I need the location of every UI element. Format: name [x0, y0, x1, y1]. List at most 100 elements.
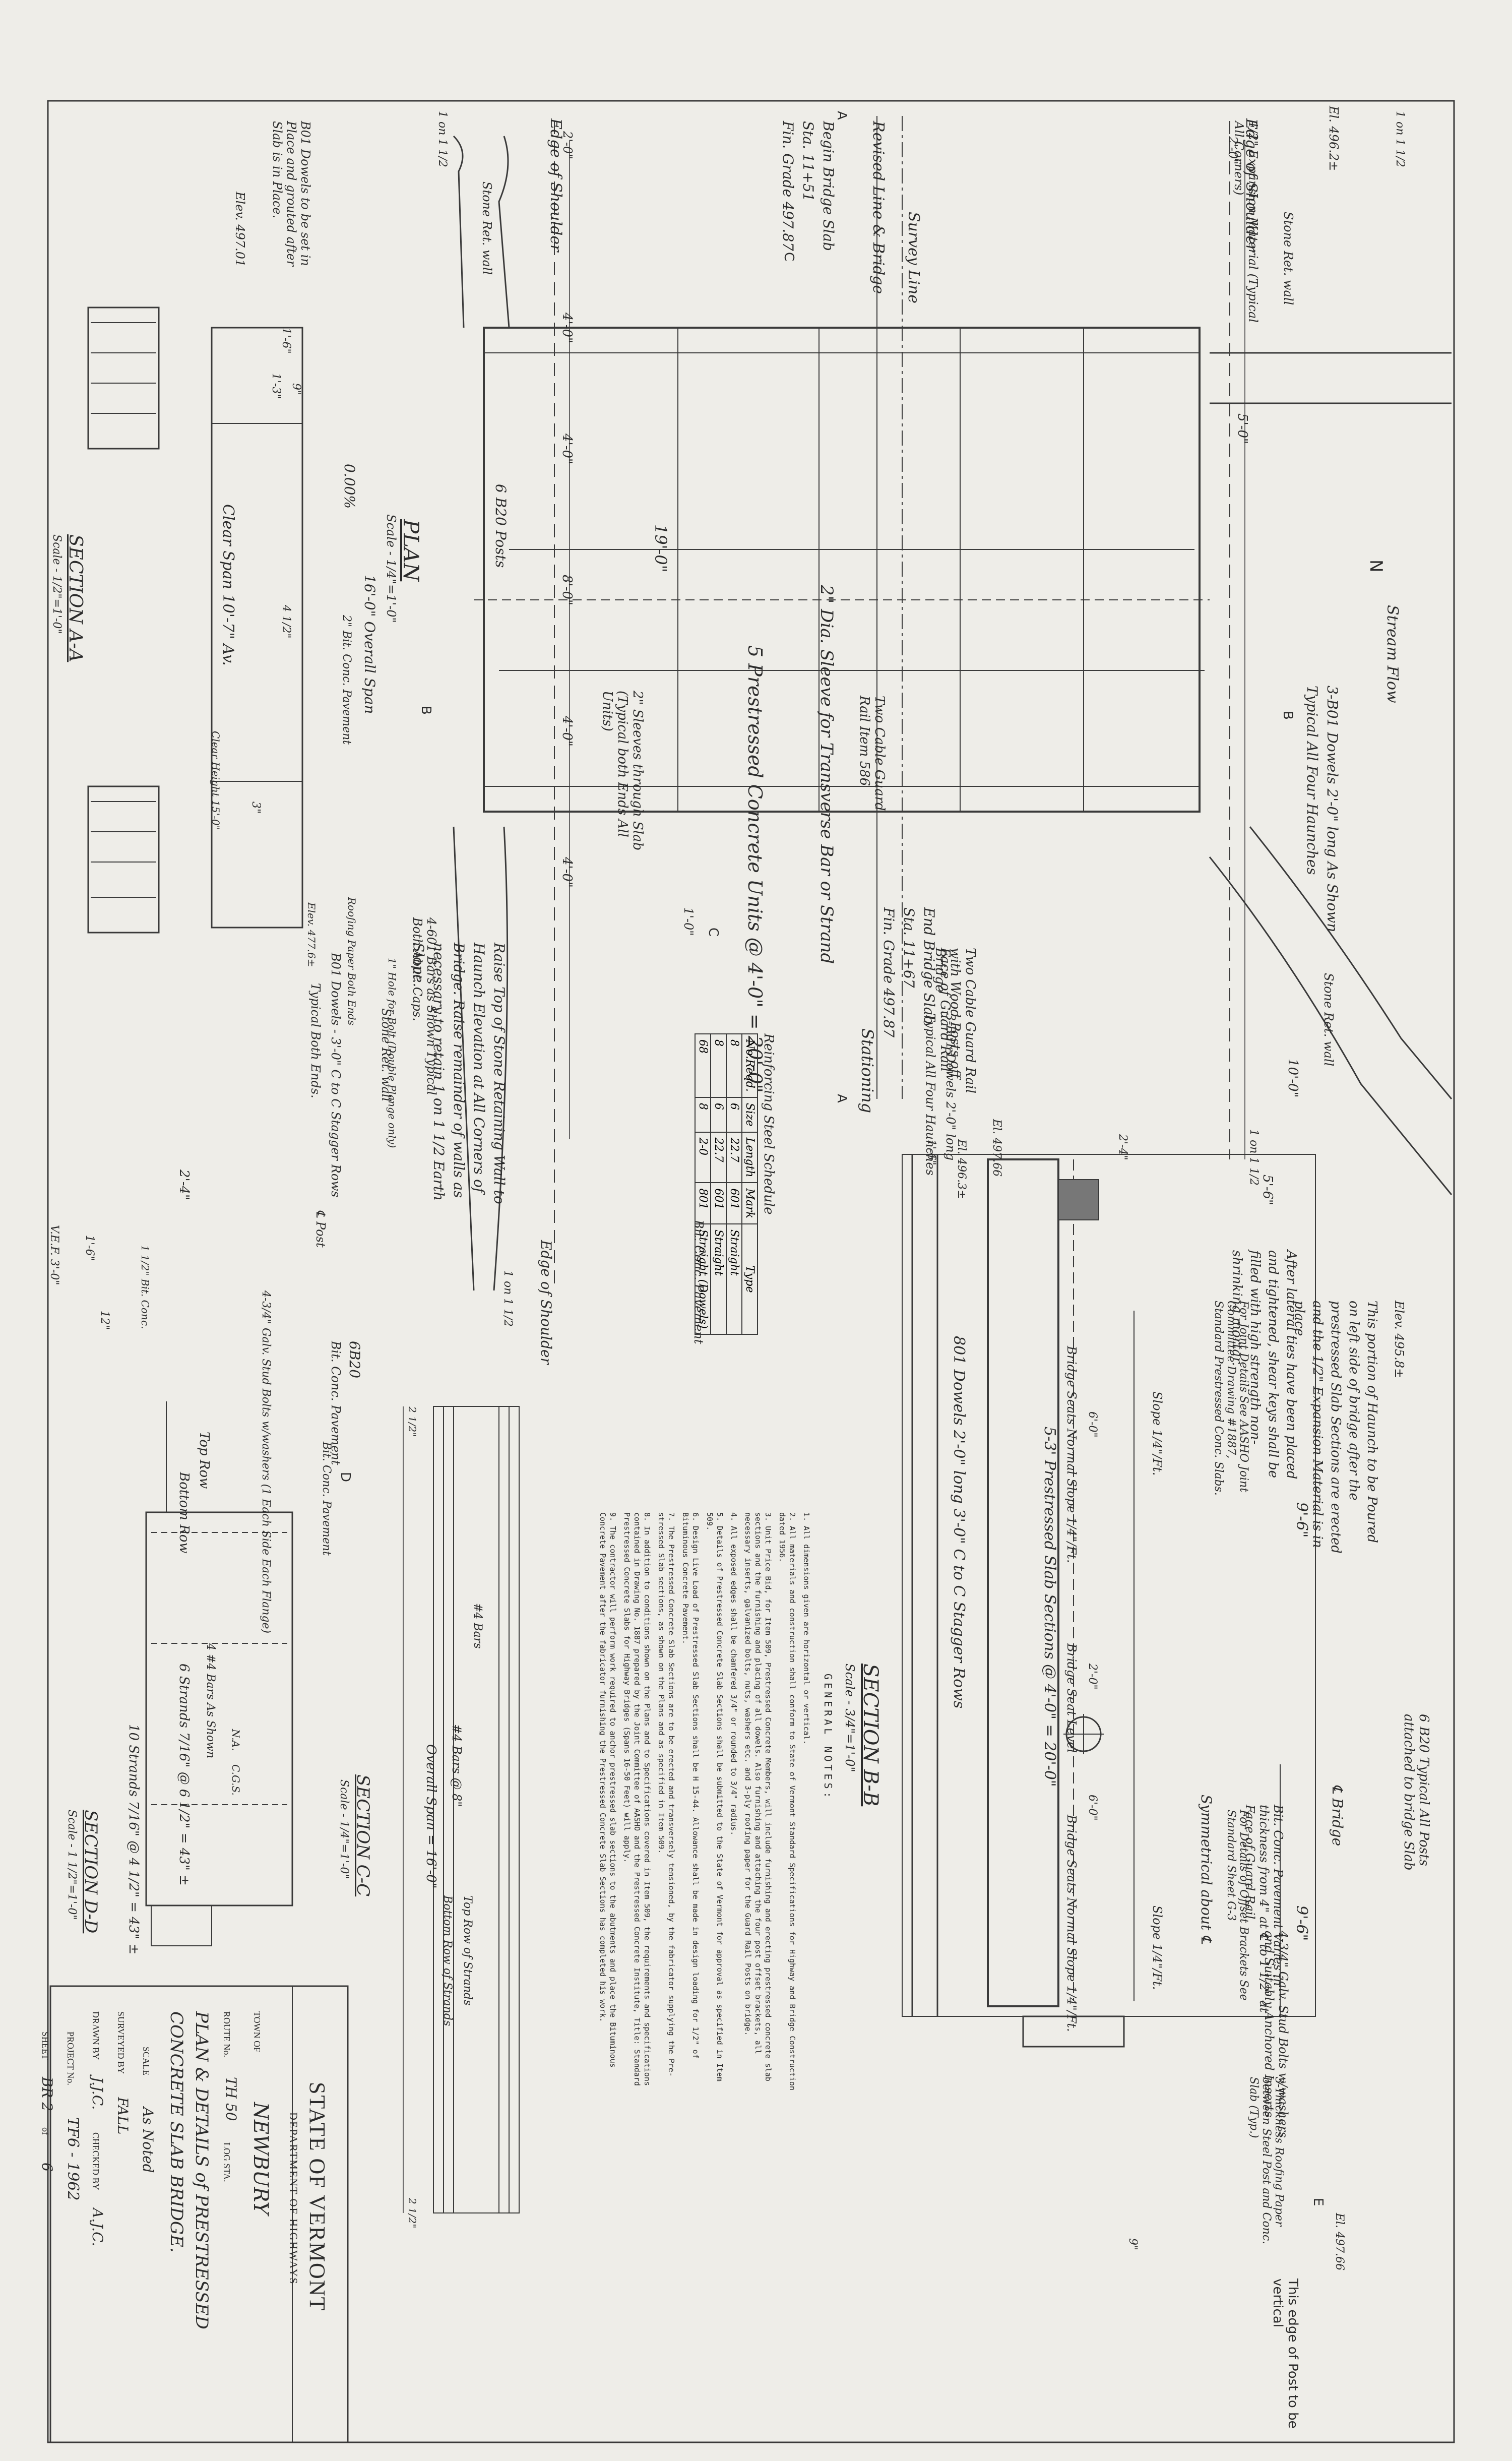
schedule-cell: Straight: [726, 1223, 742, 1334]
general-notes-title: GENERAL NOTES:: [822, 1674, 834, 1801]
title-block-surveyed-label: SURVEYED BY: [116, 2011, 126, 2074]
sheet-border: [47, 100, 1455, 2443]
schedule-cell: 601: [726, 1183, 742, 1224]
section-cc-scale: Scale - 1/4"=1'-0": [338, 1779, 350, 1879]
plan-slab-outline: [483, 327, 1201, 813]
el-4976-label: El. 497.66: [990, 1119, 1003, 1177]
title-block-scale-label: SCALE: [141, 2047, 151, 2076]
section-aa-dowels-stagger: B01 Dowels - 3'-0" C to C Stagger Rows: [329, 953, 343, 1198]
section-aa-pct: 0.00%: [341, 464, 358, 509]
stone-ret-wall-label-3: Stone Ret. wall: [1321, 973, 1336, 1067]
units-label: 5 Prestressed Concrete Units @ 4'-0" = 2…: [744, 645, 766, 1093]
plan-scale: Scale - 1/4"=1'-0": [384, 514, 398, 623]
schedule-cell: 8: [726, 1034, 742, 1097]
section-aa-elev-497: Elev. 497.01: [233, 192, 247, 267]
schedule-cell: Straight: [711, 1223, 726, 1334]
section-aa-dim-9: 9": [290, 383, 302, 396]
schedule-header: No.Reqd.: [742, 1034, 758, 1097]
two-cable-label: Two Cable Guard Rail Item 586: [857, 696, 887, 811]
title-block-of: 6: [39, 2163, 55, 2172]
section-bb-dim-9: 9": [1126, 2238, 1139, 2251]
plan-dim-8-0: 8'-0": [559, 575, 575, 605]
general-note: 7. The Prestressed Concrete Slab Section…: [657, 1512, 676, 2077]
section-dd-cgs: C.G.S.: [230, 1764, 242, 1796]
section-dd-b20: 6B20: [346, 1341, 363, 1379]
dowels-bottom-label: 3-B01 Dowels 2'-0" long: [943, 1013, 958, 1161]
section-aa-slab: [211, 327, 303, 929]
general-note: 9. The contractor will perform work requ…: [598, 1512, 617, 2068]
plan-dim-2-0-a: 2'-0": [560, 131, 575, 160]
section-bb-seat-level: Bridge Seat Level: [1064, 1643, 1079, 1753]
section-bb-dim-6-0-b: 6'-0": [1086, 1795, 1099, 1821]
title-block-checked: A.J.C.: [89, 2208, 106, 2247]
general-notes: 1. All dimensions given are horizontal o…: [594, 1512, 811, 2092]
survey-line-label: Survey Line: [905, 212, 922, 303]
title-block-sheet-label: SHEET: [40, 2032, 50, 2060]
plan-dim-5-0: 5'-0": [1235, 413, 1250, 444]
general-note: 4. All exposed edges shall be chamfered …: [729, 1512, 738, 1836]
dowels-top-label-2: Typical All Four Haunches: [1304, 686, 1320, 875]
plan-dim-4-0-d: 4'-0": [559, 857, 575, 888]
section-aa-elev-477: Elev. 477.6±: [305, 902, 318, 967]
section-aa-typical-both: Typical Both Ends.: [308, 983, 323, 1098]
title-block-frame: [49, 1985, 349, 2443]
section-aa-abutment-bottom: [87, 785, 160, 934]
posts-label: 6 B20 Posts: [492, 484, 509, 568]
schedule-header: Length: [742, 1132, 758, 1183]
elev-top-label: Elev. 495.8±: [1392, 1301, 1406, 1379]
general-note: 2. All materials and construction shall …: [778, 1512, 797, 2090]
section-bb-scale: Scale - 3/4"=1'-0": [843, 1664, 857, 1772]
schedule-cell: 601: [711, 1183, 726, 1224]
schedule-cell: Straight (Dowels): [695, 1223, 711, 1334]
section-bb-edge-post: This edge of Post to be vertical: [1270, 2279, 1300, 2429]
section-cc-dim-2-2-b: 2 1/2": [406, 2198, 418, 2229]
begin-grade-label: Fin. Grade 497.87: [780, 121, 796, 252]
general-note: 3. Unit Price Bid, for Item 509, Prestre…: [743, 1512, 773, 2081]
plan-dim-4-0-b: 4'-0": [559, 434, 575, 464]
section-bb-dowels: 801 Dowels 2'-0" long 3'-0" C to C Stagg…: [950, 1336, 968, 1709]
title-block-surveyed: FALL: [114, 2097, 131, 2135]
table-row: 68 8 2-0 801 Straight (Dowels): [695, 1034, 711, 1334]
schedule-title: Reinforcing Steel Schedule: [761, 1033, 776, 1215]
section-dd-strands-6: 6 Strands 7/16" @ 6 1/2" = 43" ±: [176, 1664, 192, 1886]
title-block-of-label: of: [40, 2127, 50, 2135]
title-block-project: TF6 - 1962: [64, 2117, 82, 2201]
section-aa-clear-span: Clear Span 10'-7" Av.: [219, 504, 237, 666]
begin-bridge-slab-label: Begin Bridge Slab: [820, 121, 837, 251]
section-bb-seats-left: Bridge Seats Normal Slope 1/4"/Ft.: [1064, 1346, 1079, 1563]
section-dd-dim-1-6: 1'-6": [83, 1235, 96, 1261]
schedule-cell: 6: [711, 1097, 726, 1132]
section-aa-bit-conc: 2" Bit. Conc. Pavement: [340, 615, 353, 745]
section-bb-brackets: For Details of Offset Brackets See Stand…: [1225, 1810, 1250, 2001]
end-sta-label: Sta. 11+67: [901, 907, 917, 988]
section-cc-top-row: Top Row of Strands: [461, 1895, 474, 2006]
section-bb-joint-note: For Joint Details See AASHO Joint Commit…: [1212, 1301, 1250, 1496]
section-bb-title: SECTION B-B: [859, 1664, 882, 1807]
plan-title: PLAN: [399, 519, 423, 582]
general-note: 1. All dimensions given are horizontal o…: [802, 1512, 811, 1745]
title-block-route: TH 50: [223, 2077, 239, 2121]
section-dd-bit-conc: Bit. Conc. Pavement: [329, 1341, 343, 1465]
section-mark-d: D: [338, 1472, 353, 1483]
stationing-label: Stationing: [858, 1028, 877, 1114]
title-block-town: NEWBURY: [249, 2102, 272, 2215]
section-bb-seats-right: Bridge Seats Normal Slope 1/4"/Ft.: [1064, 1815, 1079, 2032]
section-aa-hole: 1" Hole for Bolt (Double Plange only): [386, 958, 398, 1148]
section-dd-top-row: Top Row: [197, 1432, 212, 1489]
section-mark-b-1: B: [418, 706, 433, 715]
section-bb-slope-right: Slope 1/4"/Ft.: [1150, 1905, 1164, 1990]
title-block-state: STATE OF VERMONT: [305, 2082, 330, 2312]
section-bb-symmetrical: Symmetrical about ℄: [1198, 1795, 1215, 1944]
stone-ret-wall-label-1: Stone Ret. wall: [480, 181, 494, 275]
sleeve-label: 2" Dia. Sleeve for Transverse Bar or Str…: [816, 585, 837, 964]
slope-label-2: 1 on 1 1/2: [436, 111, 449, 167]
stone-ret-wall-label-2: Stone Ret. wall: [1281, 212, 1295, 305]
title-block-sheet: BR 2: [39, 2077, 55, 2112]
general-note: 6. Design Live Load of Prestressed Slab …: [681, 1512, 700, 2059]
schedule-header: Size: [742, 1097, 758, 1132]
schedule-cell: 8: [695, 1097, 711, 1132]
plan-dim-4-0-c: 4'-0": [559, 716, 575, 747]
table-row: 8 6 22.7 601 Straight: [726, 1034, 742, 1334]
schedule-cell: 22.7: [711, 1132, 726, 1183]
